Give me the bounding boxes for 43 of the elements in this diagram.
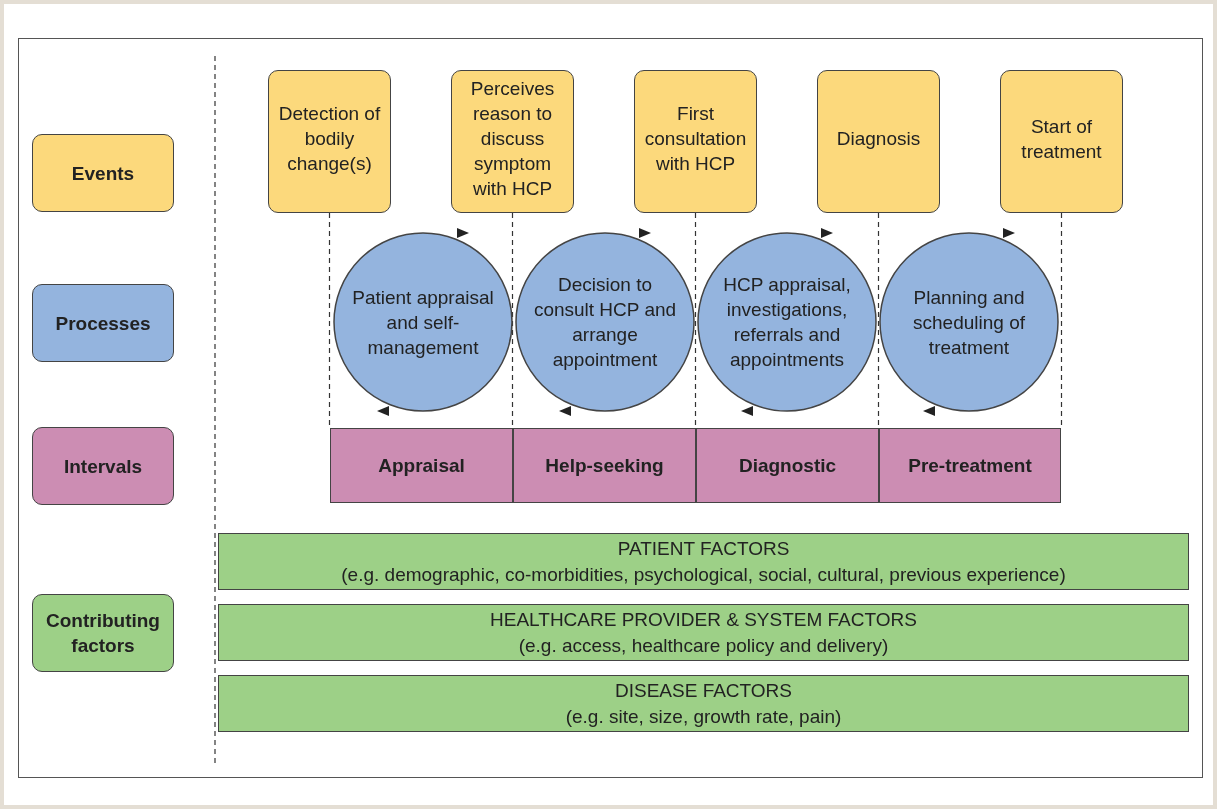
- event-box: [634, 70, 757, 213]
- factor-examples: (e.g. access, healthcare policy and delivery): [518, 633, 889, 658]
- event-box: [451, 70, 574, 213]
- event-box: [817, 70, 940, 213]
- factor-bar: [218, 533, 1189, 590]
- interval-label: Diagnostic: [738, 454, 837, 478]
- row-label-box: [32, 134, 174, 212]
- process-circle: [515, 232, 695, 412]
- event-text: Diagnosis: [835, 127, 922, 151]
- row-label: Intervals: [63, 454, 143, 479]
- row-label-box: [32, 284, 174, 362]
- interval-bar: [696, 428, 879, 503]
- process-text: HCP appraisal, investigations, referrals and appointments: [722, 273, 852, 372]
- factor-heading: DISEASE FACTORS: [615, 678, 792, 703]
- interval-label: Pre-treatment: [908, 454, 1032, 478]
- event-text: First consultation with HCP: [643, 102, 748, 176]
- process-text: Patient appraisal and self-management: [351, 285, 495, 360]
- process-text: Decision to consult HCP and arrange appointment: [532, 273, 678, 372]
- process-circle: [879, 232, 1059, 412]
- interval-bar: [879, 428, 1061, 503]
- event-text: Perceives reason to discuss symptom with HCP: [469, 77, 556, 201]
- factor-bar: [218, 675, 1189, 732]
- event-text: Start of treatment: [1020, 114, 1103, 164]
- process-circle: [333, 232, 513, 412]
- event-box: [268, 70, 391, 213]
- factor-heading: HEALTHCARE PROVIDER & SYSTEM FACTORS: [490, 607, 917, 632]
- event-box: [1000, 70, 1123, 213]
- row-label: Processes: [55, 311, 151, 336]
- row-label-box: [32, 594, 174, 672]
- factor-examples: (e.g. site, size, growth rate, pain): [565, 704, 842, 729]
- row-label: Events: [71, 161, 135, 186]
- factor-heading: PATIENT FACTORS: [617, 536, 790, 561]
- process-circle: [697, 232, 877, 412]
- row-label-box: [32, 427, 174, 505]
- factor-bar: [218, 604, 1189, 661]
- row-label: Contributing factors: [45, 609, 161, 658]
- interval-label: Help-seeking: [545, 454, 664, 478]
- interval-bar: [513, 428, 696, 503]
- factor-examples: (e.g. demographic, co-morbidities, psychological, social, cultural, previous experience): [341, 562, 1066, 587]
- interval-bar: [330, 428, 513, 503]
- event-text: Detection of bodily change(s): [277, 102, 382, 176]
- interval-label: Appraisal: [378, 454, 465, 478]
- process-text: Planning and scheduling of treatment: [912, 285, 1026, 360]
